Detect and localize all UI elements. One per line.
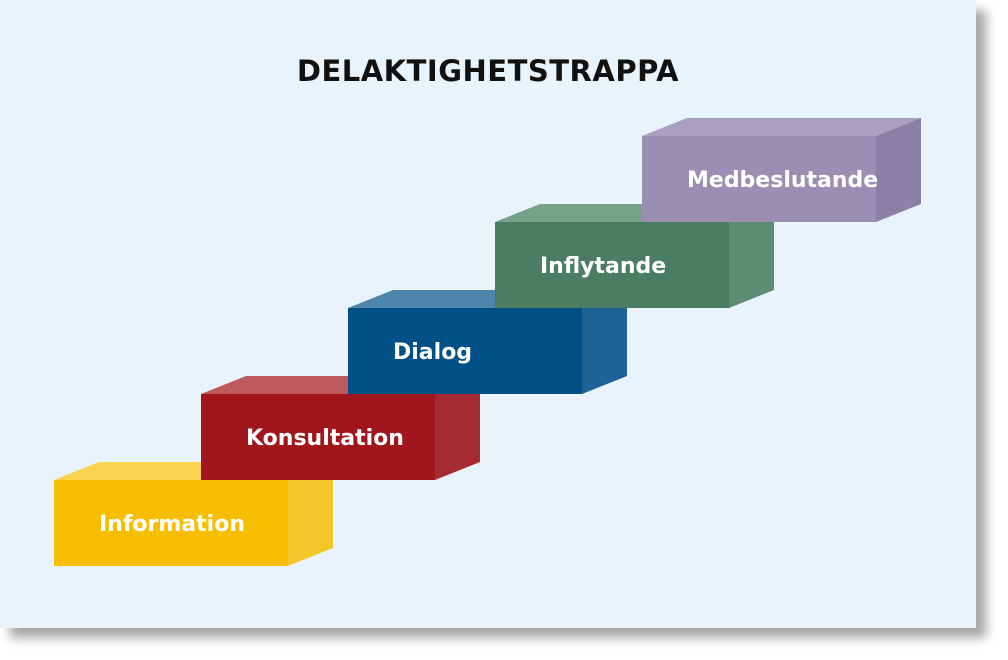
step-front-face xyxy=(495,222,729,308)
step-front-face xyxy=(348,308,582,394)
step-front-face xyxy=(201,394,435,480)
step-label: Medbeslutande xyxy=(687,168,878,193)
step-label: Dialog xyxy=(393,340,472,365)
step-side-face xyxy=(582,290,627,394)
diagram-background: DELAKTIGHETSTRAPPA Information Konsultat… xyxy=(0,0,976,628)
step-front-face xyxy=(54,480,288,566)
step-top-face xyxy=(642,118,921,136)
step-label: Konsultation xyxy=(246,426,404,451)
participation-staircase: Information Konsultation Dialog Inflytan… xyxy=(54,118,921,566)
step-side-face xyxy=(288,462,333,566)
step-side-face xyxy=(729,204,774,308)
step-side-face xyxy=(435,376,480,480)
diagram-title: DELAKTIGHETSTRAPPA xyxy=(296,54,680,88)
step-front-face xyxy=(642,136,876,222)
step-label: Information xyxy=(99,512,245,537)
step-label: Inflytande xyxy=(540,254,666,279)
step-medbeslutande: Medbeslutande xyxy=(642,118,921,222)
step-side-face xyxy=(876,118,921,222)
